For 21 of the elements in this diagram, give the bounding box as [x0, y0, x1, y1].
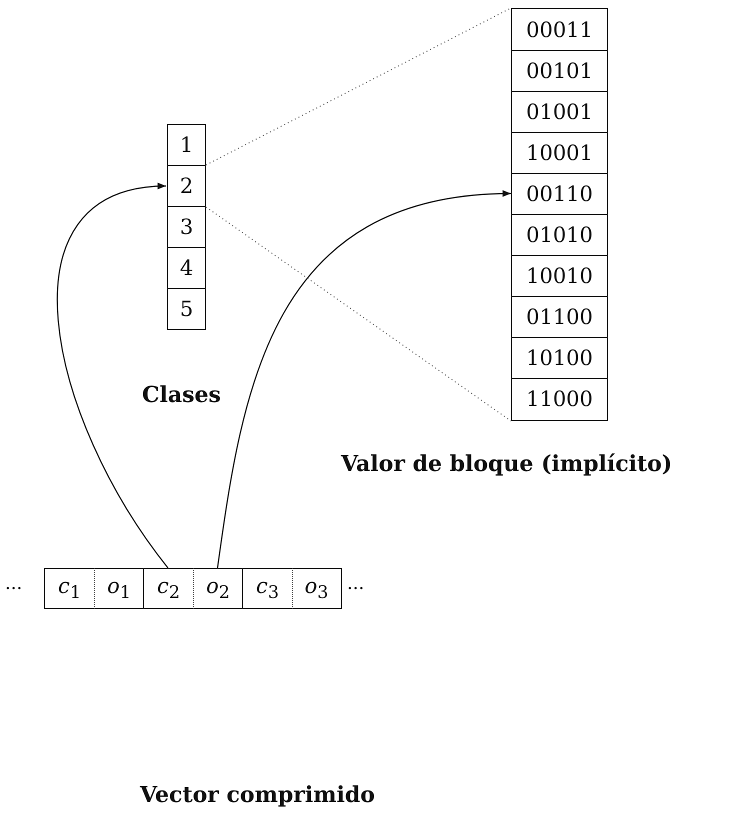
vector-entry: o$_{1}$ — [94, 568, 144, 609]
dotted-line — [206, 8, 512, 166]
class-number: 4 — [167, 247, 206, 289]
curved-arrow — [216, 190, 512, 568]
class-number: 5 — [167, 288, 206, 330]
class-number: 1 — [167, 124, 206, 166]
vector-entry: c$_{2}$ — [143, 568, 193, 609]
vector-entry: o$_{3}$ — [292, 568, 342, 609]
ellipsis: ... — [347, 573, 364, 594]
vector-entry: o$_{2}$ — [192, 568, 242, 609]
caption-label: Valor de bloque (implícito) — [341, 451, 672, 477]
caption-label: Vector comprimido — [140, 782, 375, 808]
vector-entry: c$_{1}$ — [44, 568, 94, 609]
value-column — [511, 8, 608, 421]
caption-label: Clases — [142, 382, 221, 408]
class-number: 2 — [167, 165, 206, 207]
ellipsis: ... — [5, 573, 22, 594]
curved-arrow — [57, 184, 168, 568]
dotted-line — [206, 206, 512, 422]
vector-entry: c$_{3}$ — [242, 568, 292, 609]
class-number: 3 — [167, 206, 206, 248]
